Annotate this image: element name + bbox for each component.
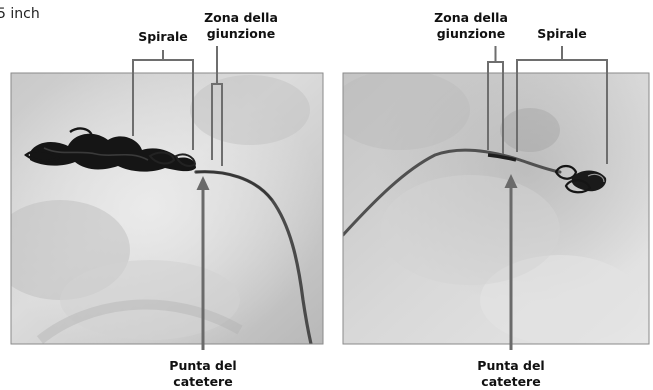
right-panel: Zona della giunzione Spirale Punta del c… [330, 10, 649, 389]
left-xray-image [0, 73, 323, 344]
left-tip-label-line2: catetere [173, 374, 232, 389]
right-junction-label-line2: giunzione [437, 26, 506, 41]
left-coil-label: Spirale [138, 29, 188, 44]
left-junction-label-line2: giunzione [207, 26, 276, 41]
right-junction-label-line1: Zona della [434, 10, 508, 25]
left-panel: Spirale Zona della giunzione Punta del c… [0, 10, 323, 389]
right-coil-label: Spirale [537, 26, 587, 41]
left-junction-label-line1: Zona della [204, 10, 278, 25]
right-tip-label-line2: catetere [481, 374, 540, 389]
left-tip-label-line1: Punta del [169, 358, 236, 373]
size-label: 5 inch [0, 6, 40, 22]
right-tip-label-line1: Punta del [477, 358, 544, 373]
right-xray-image [330, 70, 649, 345]
